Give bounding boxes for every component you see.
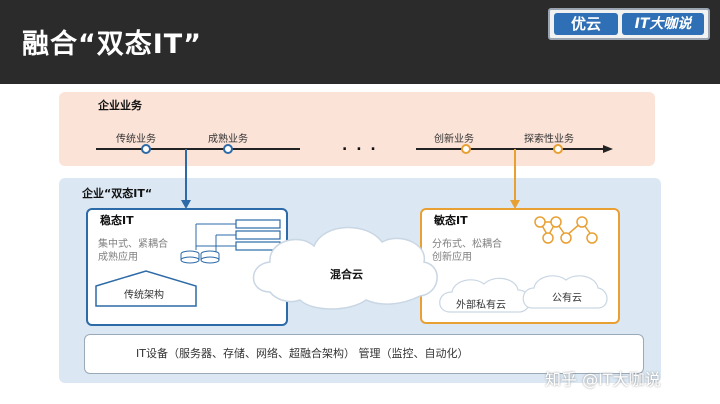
node-mature <box>223 144 233 154</box>
hybrid-cloud-label: 混合云 <box>330 268 363 281</box>
logo-itdakashuo: IT大咖说 <box>622 13 704 35</box>
traditional-architecture-icon <box>95 270 197 307</box>
business-innovative-label: 创新业务 <box>434 134 474 145</box>
database-icon <box>180 250 220 264</box>
slide-title: 融合“双态IT” <box>22 29 202 60</box>
traditional-architecture-label: 传统架构 <box>124 290 164 301</box>
business-ellipsis: . . . <box>342 138 378 154</box>
agile-it-desc-2: 创新应用 <box>432 252 472 263</box>
agile-it-title: 敏态IT <box>434 214 468 227</box>
logo-youyun: 优云 <box>554 13 618 35</box>
business-traditional-label: 传统业务 <box>116 134 156 145</box>
business-exploratory-label: 探索性业务 <box>524 134 574 145</box>
arrow-to-stable-head <box>181 200 191 209</box>
logo-itdakashuo-text: IT大咖说 <box>634 16 692 32</box>
stable-it-desc-2: 成熟应用 <box>98 252 138 263</box>
node-traditional <box>141 144 151 154</box>
node-exploratory <box>553 144 563 154</box>
arrow-to-agile-head <box>510 200 520 209</box>
private-cloud-label: 外部私有云 <box>456 300 506 311</box>
hybrid-cloud-shape <box>252 226 438 310</box>
node-innovative <box>461 144 471 154</box>
zhihu-watermark: 知乎 @IT大咖说 <box>545 370 661 389</box>
infrastructure-label: IT设备（服务器、存储、网络、超融合架构） 管理（监控、自动化） <box>136 347 469 360</box>
public-cloud-shape <box>522 275 608 309</box>
public-cloud-label: 公有云 <box>552 293 582 304</box>
infrastructure-box <box>84 334 644 374</box>
agile-it-desc-1: 分布式、松耦合 <box>432 239 502 250</box>
bimodal-it-title: 企业“双态IT“ <box>82 187 153 200</box>
enterprise-business-title: 企业业务 <box>98 99 142 112</box>
stable-it-desc-1: 集中式、紧耦合 <box>98 239 168 250</box>
enterprise-business-panel <box>59 92 655 166</box>
business-mature-label: 成熟业务 <box>208 134 248 145</box>
network-graph-icon <box>534 216 598 244</box>
server-rack-icon <box>195 219 281 252</box>
business-arrow-head <box>603 145 613 153</box>
brand-logo: 优云 IT大咖说 <box>548 8 710 40</box>
stable-it-title: 稳态IT <box>100 214 134 227</box>
